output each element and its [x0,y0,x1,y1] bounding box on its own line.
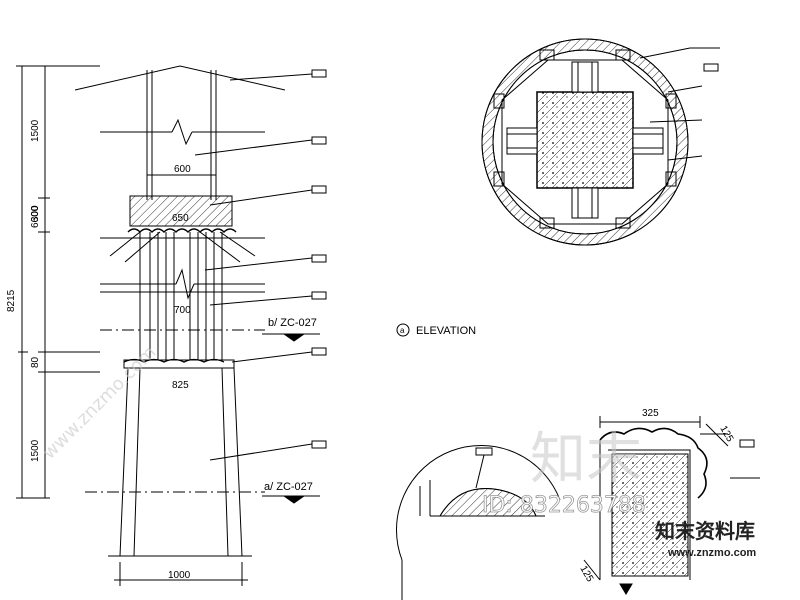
dim-total-height: 8215 [6,289,17,312]
column-plan-section [481,38,720,246]
watermark-site-url: www.znzmo.com [667,547,756,559]
width-650: 650 [172,213,189,224]
detail-dim-125-b: 125 [577,564,595,584]
dim-300: 300 [30,205,41,222]
width-825: 825 [172,380,189,391]
dim-1500-bottom: 1500 [30,439,41,462]
detail-dim-325: 325 [642,408,659,419]
watermark-site-name: 知末资料库 [655,519,755,543]
detail-dim-125-a: 125 [717,424,735,444]
watermark-id: ID: 832263788 [482,493,646,518]
dim-1500-top: 1500 [30,119,41,142]
width-600: 600 [174,164,191,175]
elevation-label: ELEVATION [416,325,476,337]
detail-callout [395,416,760,600]
section-mark-b: b/ ZC-027 [268,317,317,329]
dim-80: 80 [30,356,41,368]
width-700: 700 [174,305,191,316]
width-1000: 1000 [168,570,191,581]
elevation-title: a ELEVATION [396,323,476,337]
column-elevation [16,65,327,586]
section-mark-a: a/ ZC-027 [264,481,313,493]
watermark-diagonal-url: www.znzmo.com [39,342,161,464]
elevation-marker: a [400,326,405,335]
dim-upper-height: 6600 [30,205,41,228]
watermark-brand: 知末 [530,427,642,492]
